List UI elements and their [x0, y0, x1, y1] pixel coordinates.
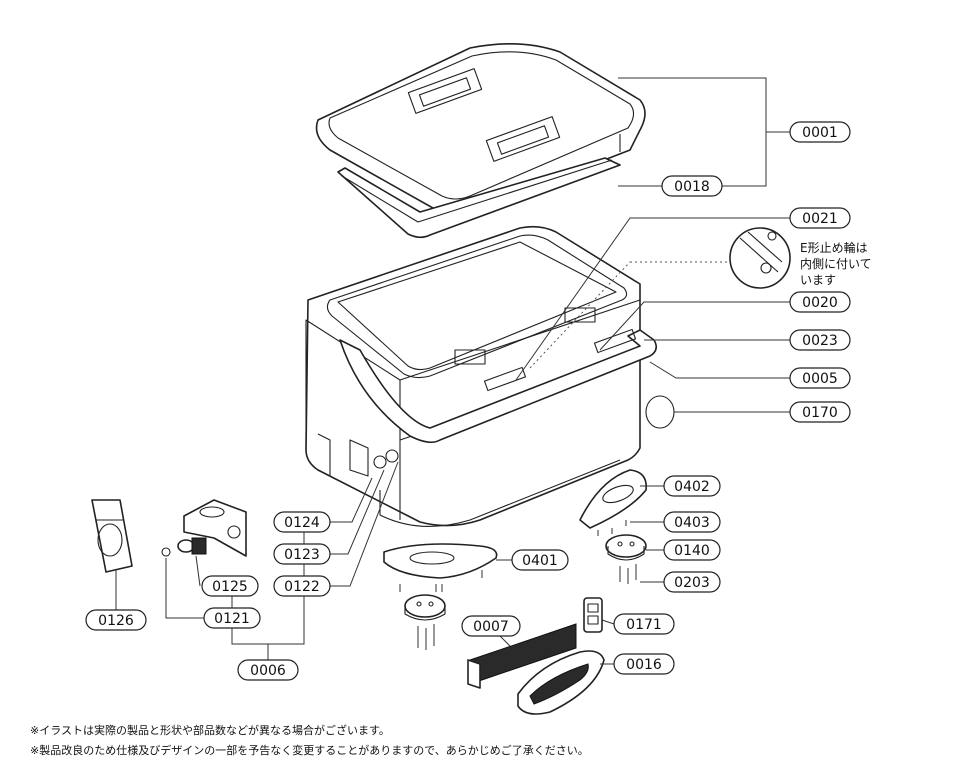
svg-text:内側に付いて: 内側に付いて [800, 257, 872, 271]
svg-text:0203: 0203 [674, 575, 710, 591]
footnote-illustration-disclaimer: ※イラストは実際の製品と形状や部品数などが異なる場合がございます。 [30, 724, 390, 737]
divider-board-part [467, 623, 577, 689]
svg-text:0020: 0020 [802, 295, 838, 311]
part-label-0125: 0125 [201, 575, 259, 597]
svg-text:います: います [800, 273, 836, 287]
part-label-0018: 0018 [661, 175, 723, 197]
part-label-0007: 0007 [461, 615, 521, 637]
e-ring-detail-inset [729, 227, 791, 289]
svg-text:0007: 0007 [473, 619, 509, 635]
svg-text:0122: 0122 [284, 579, 320, 595]
svg-text:0140: 0140 [674, 543, 710, 559]
part-label-0123: 0123 [273, 543, 331, 565]
part-label-0403: 0403 [663, 511, 721, 533]
svg-text:0125: 0125 [212, 579, 248, 595]
part-label-0126: 0126 [85, 609, 147, 631]
e-ring-callout-note: E形止め輪は 内側に付いて います [800, 240, 872, 287]
corner-foot-0402-part [579, 469, 647, 529]
part-label-0006: 0006 [237, 659, 299, 681]
svg-text:0006: 0006 [250, 663, 286, 679]
part-label-0001: 0001 [789, 121, 851, 143]
svg-text:0124: 0124 [284, 515, 320, 531]
part-label-0203: 0203 [663, 571, 721, 593]
lid-gasket-part [337, 157, 621, 239]
part-label-0023: 0023 [789, 329, 851, 351]
svg-text:E形止め輪は: E形止め輪は [800, 240, 868, 255]
part-label-0401: 0401 [511, 549, 569, 571]
svg-text:0021: 0021 [802, 211, 838, 227]
svg-text:0121: 0121 [214, 611, 250, 627]
drain-plug-part [161, 537, 207, 557]
drain-cap-pouch-part [91, 499, 133, 573]
part-label-0020: 0020 [789, 291, 851, 313]
part-label-0140: 0140 [663, 539, 721, 561]
handle-grip-part [517, 650, 605, 715]
svg-text:0170: 0170 [802, 405, 838, 421]
svg-text:0402: 0402 [674, 479, 710, 495]
part-label-0124: 0124 [273, 511, 331, 533]
part-label-0005: 0005 [789, 367, 851, 389]
svg-text:0403: 0403 [674, 515, 710, 531]
part-label-0021: 0021 [789, 207, 851, 229]
leader-lines [115, 77, 790, 665]
svg-text:0001: 0001 [802, 125, 838, 141]
svg-text:0018: 0018 [674, 179, 710, 195]
svg-text:0016: 0016 [626, 657, 662, 673]
svg-text:0023: 0023 [802, 333, 838, 349]
label-sticker-part [645, 395, 675, 429]
svg-text:0123: 0123 [284, 547, 320, 563]
part-label-0016: 0016 [613, 653, 675, 675]
drain-plug-bracket-part [183, 499, 247, 557]
foot-base-disc-lower [404, 594, 446, 621]
footnote-spec-change-disclaimer: ※製品改良のため仕様及びデザインの一部を予告なく変更することがありますので、あら… [30, 744, 589, 757]
foot-base-disc-0140 [605, 534, 647, 561]
svg-text:0171: 0171 [626, 617, 662, 633]
cooler-body-part [305, 225, 658, 527]
part-label-0121: 0121 [203, 607, 261, 629]
svg-text:0126: 0126 [98, 613, 134, 629]
strap-buckle-part [583, 597, 603, 633]
part-label-0122: 0122 [273, 575, 331, 597]
part-label-0171: 0171 [613, 613, 675, 635]
svg-text:0005: 0005 [802, 371, 838, 387]
svg-text:0401: 0401 [522, 553, 558, 569]
screws-group [417, 520, 637, 650]
corner-foot-0401-part [383, 543, 498, 592]
part-label-0402: 0402 [663, 475, 721, 497]
part-label-0170: 0170 [789, 401, 851, 423]
